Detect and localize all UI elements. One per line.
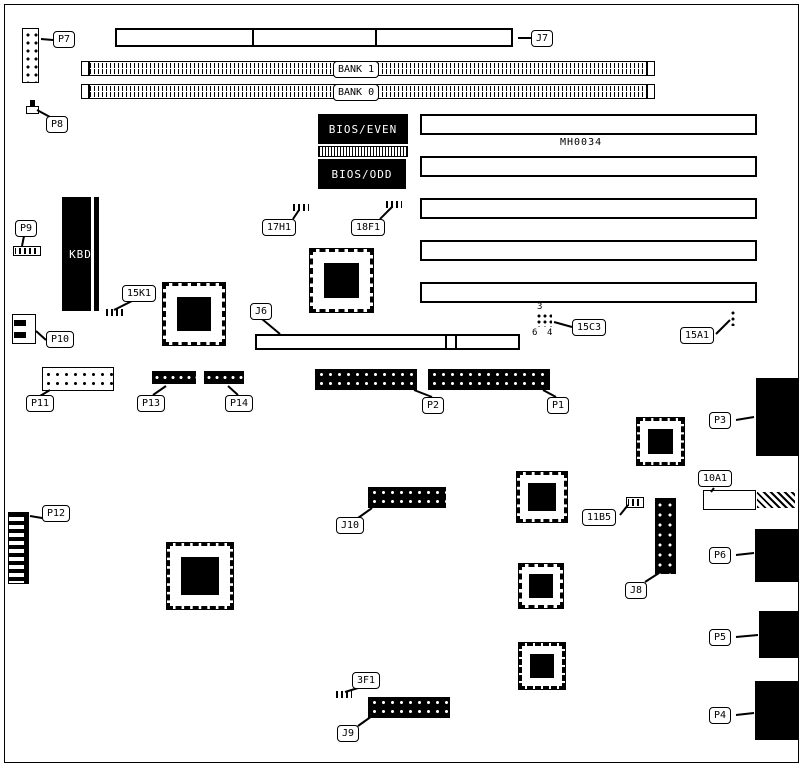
chip-bios-odd: BIOS/ODD [318, 159, 406, 189]
jumper-pin-number: 4 [547, 328, 553, 338]
edge-connector-p6 [755, 529, 798, 582]
edge-connector-p5 [759, 611, 798, 658]
chip-qfp-6 [518, 563, 564, 609]
callout-j7: J7 [531, 30, 554, 47]
slot-divider [252, 30, 254, 45]
callout-11b5: 11B5 [582, 509, 617, 526]
callout-p1: P1 [547, 397, 570, 414]
jumper-pin-number: 6 [532, 328, 538, 338]
callout-p11: P11 [26, 395, 55, 412]
connector-j8 [655, 498, 676, 574]
chip-qfp-1 [162, 282, 226, 346]
chip-kbd: KBD [62, 197, 99, 311]
edge-connector-p4 [755, 681, 798, 740]
chip-die [323, 262, 360, 299]
simm-end-cap [81, 84, 89, 99]
callout-j8: J8 [625, 582, 648, 599]
component-18f1 [386, 201, 402, 208]
bios-socket [318, 146, 408, 157]
board-code-text: MH0034 [560, 137, 603, 148]
expansion-slot-5 [420, 282, 757, 303]
chip-bios-even: BIOS/EVEN [318, 114, 408, 144]
callout-p9: P9 [15, 220, 38, 237]
jumper-pin-number: 3 [537, 302, 543, 312]
connector-tooth [14, 320, 26, 326]
callout-p4: P4 [709, 707, 732, 724]
chip-die [528, 483, 556, 511]
callout-j6: J6 [250, 303, 273, 320]
expansion-slot-4 [420, 240, 757, 261]
callout-bank1: BANK 1 [333, 61, 380, 78]
chip-die [176, 296, 212, 332]
callout-p8: P8 [46, 116, 69, 133]
simm-end-cap [647, 84, 655, 99]
callout-j10: J10 [336, 517, 365, 534]
slot-j7 [115, 28, 513, 47]
callout-3f1: 3F1 [352, 672, 381, 689]
component-17h1 [293, 204, 309, 211]
connector-p2 [315, 369, 417, 390]
connector-p11 [42, 367, 114, 391]
chip-die [647, 428, 674, 455]
callout-p12: P12 [42, 505, 71, 522]
connector-j10 [368, 487, 446, 508]
callout-p14: P14 [225, 395, 254, 412]
component-15a1 [730, 310, 737, 326]
component-15k1 [106, 309, 124, 316]
simm-end-cap [647, 61, 655, 76]
expansion-slot-3 [420, 198, 757, 219]
component-3f1 [336, 691, 352, 698]
callout-p7: P7 [53, 31, 76, 48]
expansion-slot-2 [420, 156, 757, 177]
slot-divider [455, 336, 457, 348]
connector-p14 [204, 371, 244, 384]
slot-j6 [255, 334, 520, 350]
callout-15c3: 15C3 [572, 319, 607, 336]
callout-18f1: 18F1 [351, 219, 386, 236]
component-10a1-body [703, 490, 756, 510]
component-10a1-hatch [757, 492, 795, 508]
callout-p2: P2 [422, 397, 445, 414]
callout-p6: P6 [709, 547, 732, 564]
callout-p5: P5 [709, 629, 732, 646]
connector-p10 [12, 314, 36, 344]
connector-p1 [428, 369, 550, 390]
component-p8 [26, 106, 39, 114]
callout-10a1: 10A1 [698, 470, 733, 487]
callout-bank0: BANK 0 [333, 84, 380, 101]
expansion-slot-1 [420, 114, 757, 135]
chip-die [529, 574, 553, 598]
callout-15a1: 15A1 [680, 327, 715, 344]
slot-divider [445, 336, 447, 348]
chip-qfp-7 [518, 642, 566, 690]
simm-end-cap [81, 61, 89, 76]
slot-divider [375, 30, 377, 45]
chip-qfp-4 [516, 471, 568, 523]
diagram-border-frame [4, 4, 799, 763]
chip-qfp-3 [636, 417, 685, 466]
callout-17h1: 17H1 [262, 219, 297, 236]
connector-p13 [152, 371, 196, 384]
component-p8-lead [30, 100, 35, 107]
callout-p3: P3 [709, 412, 732, 429]
connector-tooth [14, 332, 26, 338]
connector-p9 [13, 246, 41, 256]
component-11b5 [626, 497, 644, 508]
callout-p13: P13 [137, 395, 166, 412]
callout-15k1: 15K1 [122, 285, 157, 302]
chip-qfp-2 [309, 248, 374, 313]
edge-connector-p3 [756, 378, 798, 456]
callout-p10: P10 [46, 331, 75, 348]
chip-qfp-5 [166, 542, 234, 610]
callout-j9: J9 [337, 725, 360, 742]
connector-j9 [368, 697, 450, 718]
connector-p7 [22, 28, 39, 83]
edge-connector-p12 [8, 512, 29, 584]
chip-die [181, 557, 219, 595]
chip-die [529, 653, 555, 679]
jumper-15c3 [536, 313, 552, 327]
